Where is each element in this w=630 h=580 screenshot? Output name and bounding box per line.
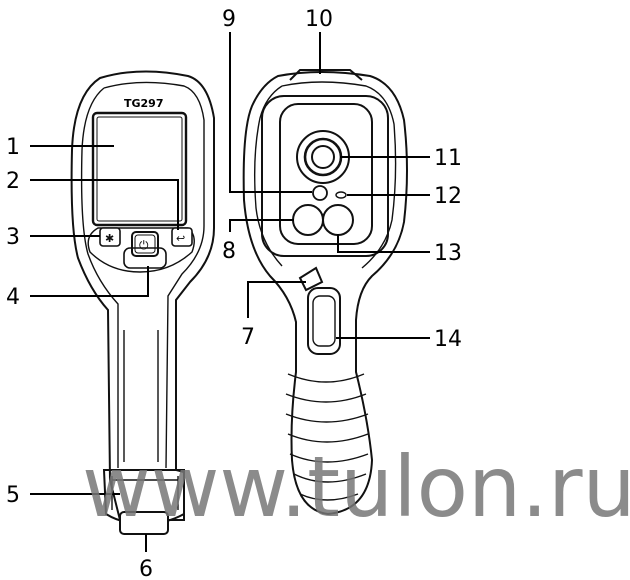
- ir-sensor-window: [322, 204, 354, 236]
- callout-2: 2: [6, 169, 20, 194]
- callout-1: 1: [6, 135, 20, 160]
- status-led: [335, 191, 347, 199]
- callout-6: 6: [139, 557, 153, 580]
- display-screen-inner: [96, 116, 183, 222]
- button-panel: [87, 227, 195, 273]
- callout-10: 10: [305, 7, 333, 32]
- battery-cap-bottom: [119, 511, 169, 535]
- leader-lines: [30, 32, 430, 552]
- power-button[interactable]: [131, 231, 159, 257]
- visual-camera: [312, 185, 328, 201]
- return-icon: ↩: [176, 232, 185, 245]
- grip-ribs: [285, 373, 369, 501]
- front-handle-groove: [123, 330, 159, 462]
- watermark: www.tulon.ru: [82, 438, 630, 536]
- top-bumper: [289, 69, 363, 81]
- callout-5: 5: [6, 483, 20, 508]
- callout-labels: 1 2 3 4 5 6 7 8 9 10 11 12 13 14: [6, 7, 462, 580]
- callout-3: 3: [6, 225, 20, 250]
- callout-14: 14: [434, 327, 462, 352]
- callout-7: 7: [241, 325, 255, 350]
- back-body-outline: [242, 71, 408, 516]
- star-icon: ✱: [105, 232, 114, 245]
- callout-11: 11: [434, 146, 462, 171]
- nav-pad[interactable]: [123, 247, 167, 269]
- trigger[interactable]: [307, 287, 341, 355]
- display-screen: [91, 111, 188, 227]
- back-button[interactable]: [171, 227, 193, 247]
- front-body-inner: [80, 81, 205, 469]
- front-view: TG297 ✱ ↩ ⏻: [70, 70, 215, 535]
- callout-13: 13: [434, 241, 462, 266]
- lens-housing-outer: [261, 95, 389, 257]
- flashlight-window: [292, 204, 324, 236]
- callout-12: 12: [434, 184, 462, 209]
- back-view: [242, 69, 408, 516]
- callout-4: 4: [6, 285, 20, 310]
- callout-9: 9: [222, 7, 236, 32]
- callout-8: 8: [222, 239, 236, 264]
- latch: [298, 266, 324, 292]
- power-icon: ⏻: [139, 238, 149, 252]
- model-label: TG297: [124, 97, 164, 110]
